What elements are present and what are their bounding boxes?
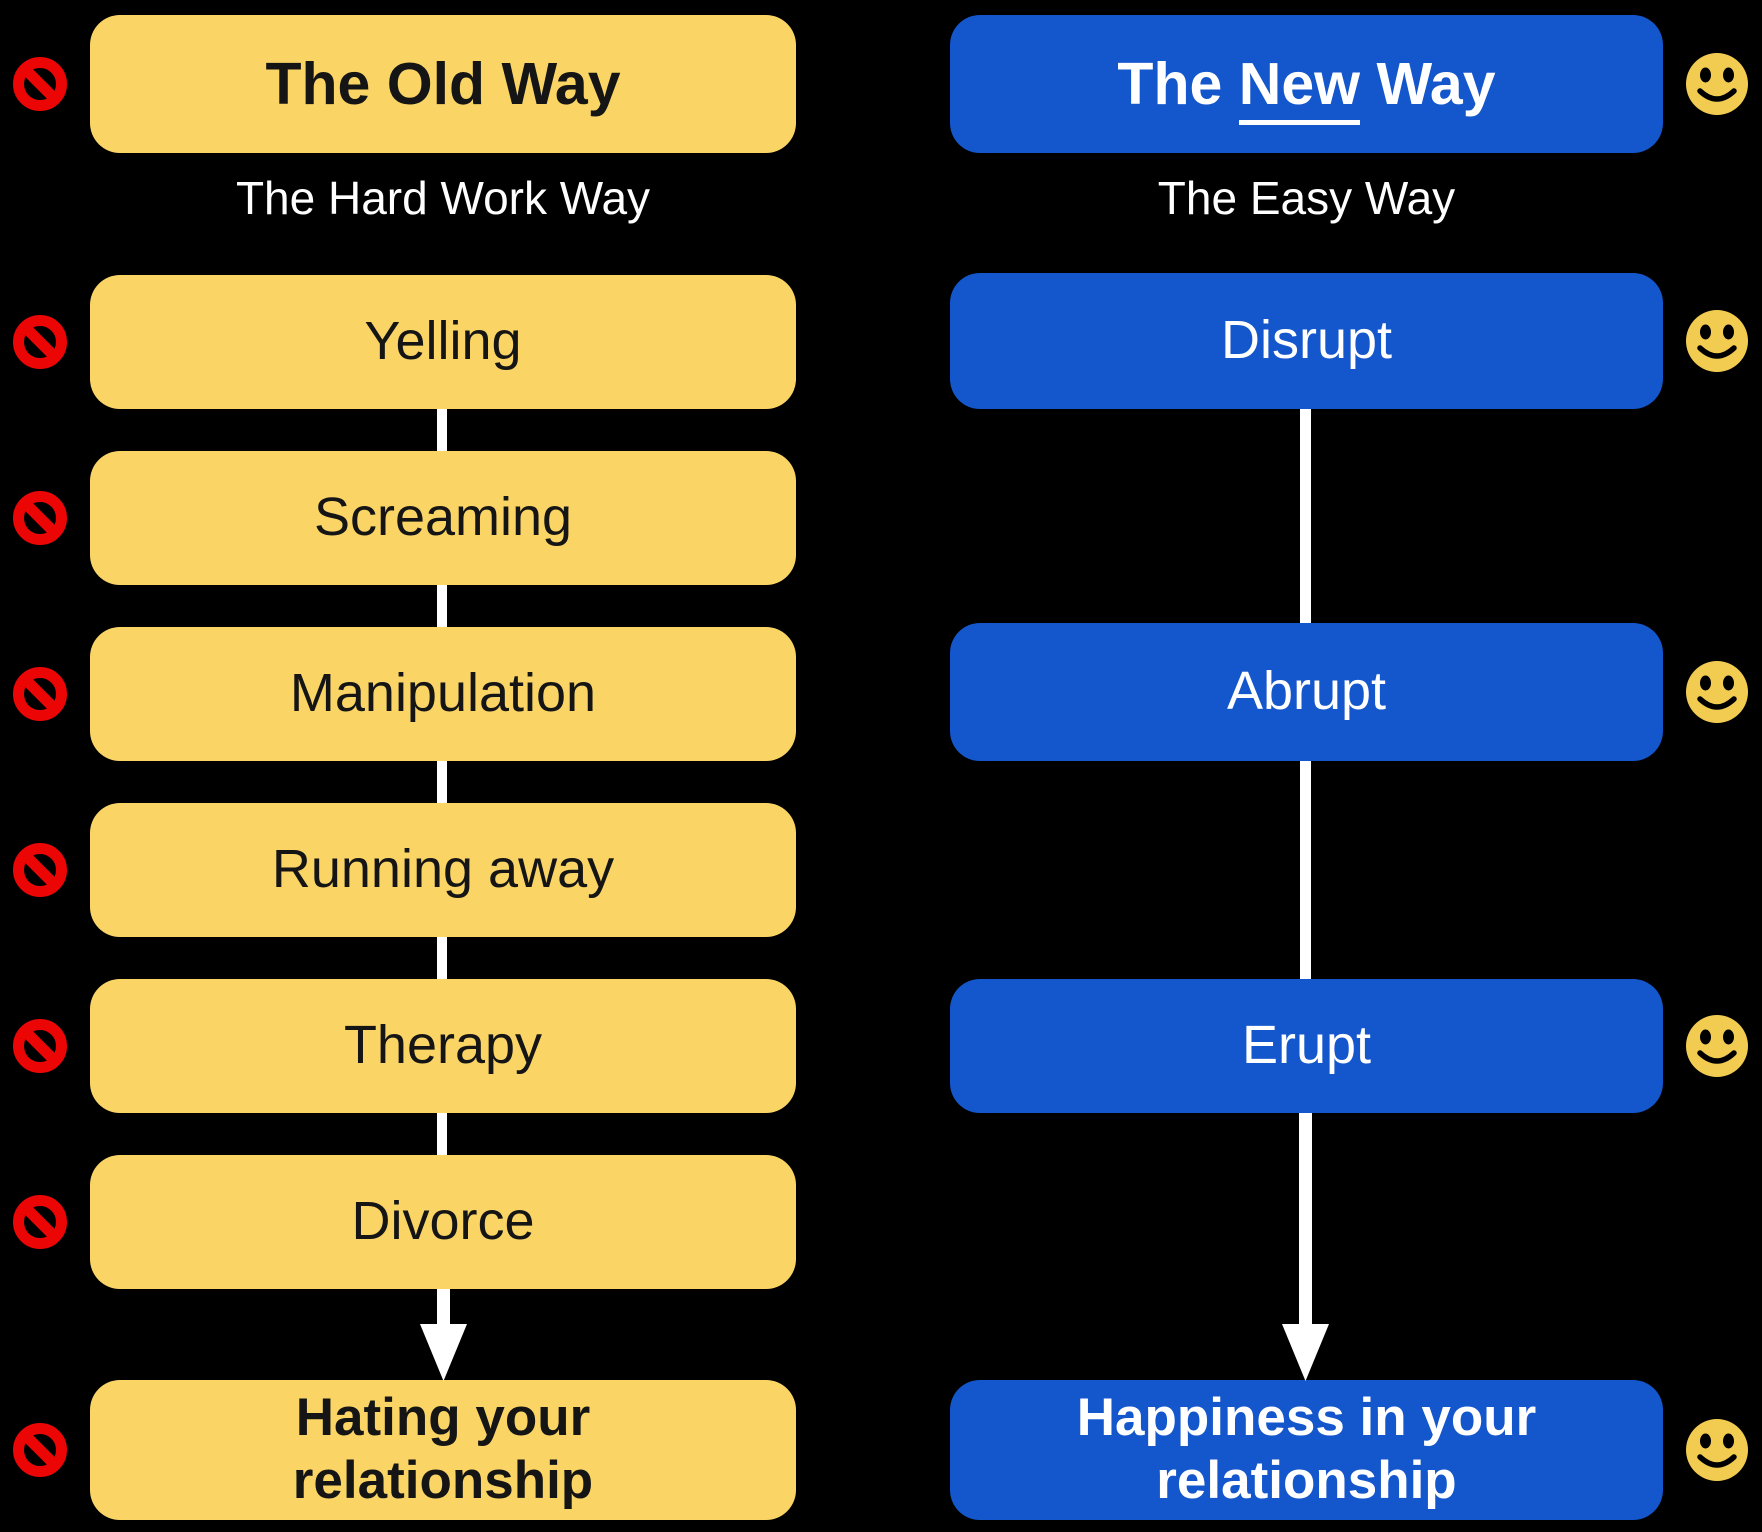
step-box-yelling: Yelling (90, 275, 796, 409)
connector-line (1300, 405, 1311, 629)
no-entry-icon (12, 1422, 68, 1478)
arrow-down-icon (420, 1324, 467, 1381)
new-way-subtitle: The Easy Way (1157, 172, 1456, 224)
no-entry-icon (12, 842, 68, 898)
no-entry-icon (12, 56, 68, 112)
step-box-abrupt: Abrupt (950, 623, 1663, 761)
no-entry-icon (12, 314, 68, 370)
connector-line (437, 1109, 447, 1159)
new-way-outcome-box: Happiness in your relationship (950, 1380, 1663, 1520)
step-box-disrupt: Disrupt (950, 273, 1663, 409)
no-entry-icon (12, 1194, 68, 1250)
new-way-header-box: The New Way (950, 15, 1663, 153)
step-box-running-away: Running away (90, 803, 796, 937)
connector-line (437, 405, 447, 455)
new-way-title: The New Way (1117, 50, 1496, 125)
smiley-icon (1685, 660, 1749, 724)
arrow-shaft (437, 1289, 450, 1331)
old-way-title: The Old Way (265, 50, 621, 117)
connector-line (437, 757, 447, 807)
connector-line (1300, 757, 1311, 985)
no-entry-icon (12, 490, 68, 546)
step-box-erupt: Erupt (950, 979, 1663, 1113)
old-way-outcome-box: Hating your relationship (90, 1380, 796, 1520)
new-word-underlined: New (1238, 50, 1361, 125)
step-box-manipulation: Manipulation (90, 627, 796, 761)
smiley-icon (1685, 309, 1749, 373)
step-box-screaming: Screaming (90, 451, 796, 585)
smiley-icon (1685, 52, 1749, 116)
old-way-header-box: The Old Way (90, 15, 796, 153)
no-entry-icon (12, 1018, 68, 1074)
connector-line (437, 581, 447, 631)
old-way-outcome-label: Hating your relationship (292, 1388, 594, 1510)
new-way-outcome-label: Happiness in your relationship (1076, 1388, 1537, 1510)
step-box-divorce: Divorce (90, 1155, 796, 1289)
arrow-down-icon (1282, 1324, 1329, 1381)
connector-line (437, 933, 447, 983)
smiley-icon (1685, 1014, 1749, 1078)
no-entry-icon (12, 666, 68, 722)
step-box-therapy: Therapy (90, 979, 796, 1113)
smiley-icon (1685, 1418, 1749, 1482)
arrow-shaft (1299, 1109, 1312, 1327)
old-way-subtitle: The Hard Work Way (235, 172, 651, 224)
